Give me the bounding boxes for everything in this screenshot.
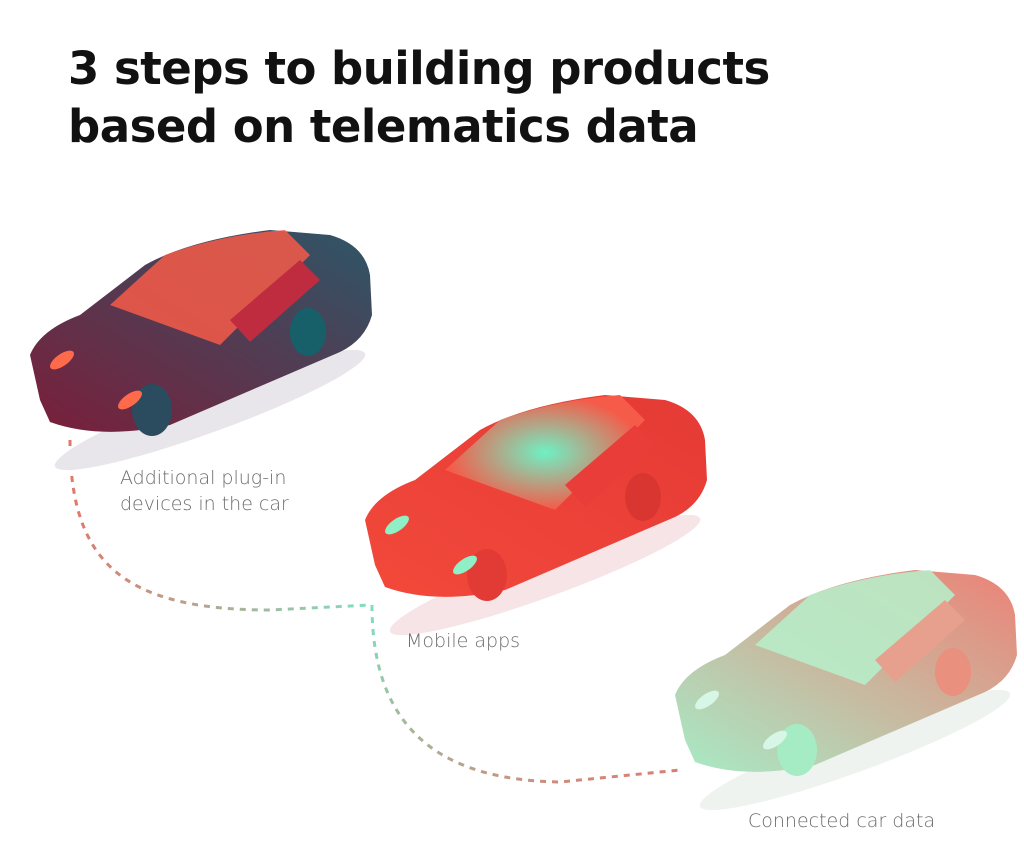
- page-title-line-2: based on telematics data: [68, 100, 699, 153]
- sports-car-icon: [365, 395, 707, 636]
- path-step2-to-step3: [370, 604, 681, 784]
- sports-car-icon: [675, 570, 1017, 811]
- step-label-line: Connected car data: [748, 810, 936, 832]
- page-title: 3 steps to building products based on te…: [68, 40, 770, 156]
- step-label-plug-in-devices: Additional plug-in devices in the car: [120, 465, 289, 517]
- step-label-line: devices in the car: [120, 493, 289, 515]
- step-label-line: Mobile apps: [406, 630, 521, 652]
- page-title-line-1: 3 steps to building products: [68, 42, 770, 95]
- path-step1-to-step2: [68, 439, 371, 612]
- step-label-line: Additional plug-in: [120, 467, 287, 489]
- step-label-connected-car-data: Connected car data: [748, 808, 935, 834]
- sports-car-icon: [30, 230, 372, 471]
- step-label-mobile-apps: Mobile apps: [406, 628, 520, 654]
